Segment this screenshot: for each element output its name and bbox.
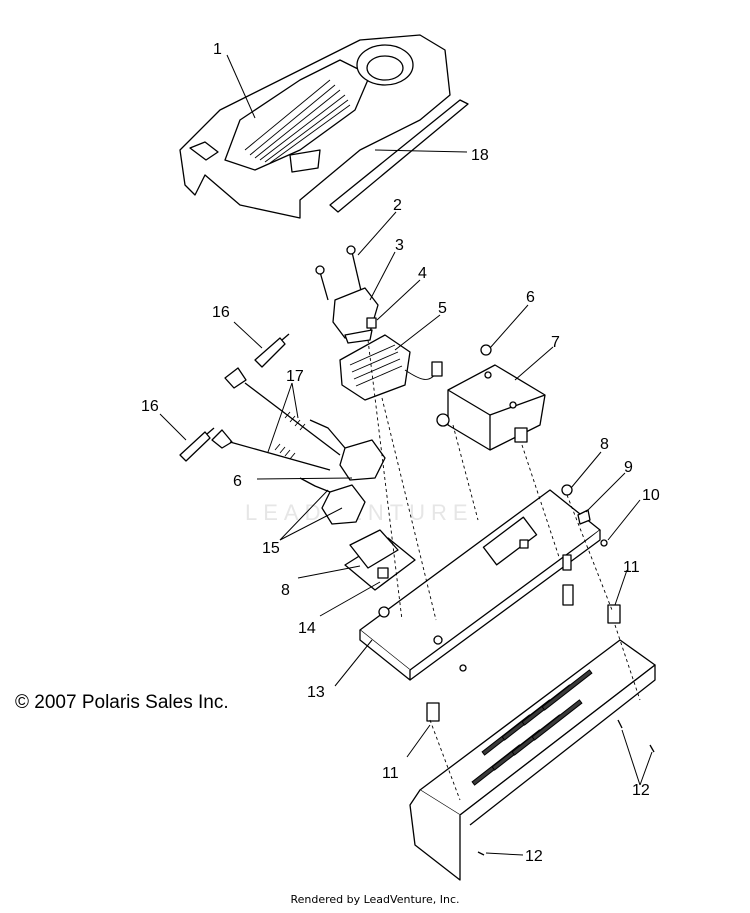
- rivet-part[interactable]: [617, 719, 623, 729]
- ignition-coil-part[interactable]: [299, 419, 386, 525]
- bolt-part[interactable]: [315, 245, 363, 301]
- callout-11: 11: [623, 559, 640, 576]
- spacer-part[interactable]: [366, 317, 377, 329]
- callout-7: 7: [551, 334, 560, 351]
- spark-plug-part[interactable]: [254, 333, 290, 368]
- regulator-part[interactable]: [332, 287, 379, 344]
- callout-12: 12: [632, 782, 650, 799]
- nut-part[interactable]: [480, 344, 492, 356]
- relay-bracket-part[interactable]: [344, 529, 416, 591]
- standoff-part[interactable]: [607, 604, 621, 624]
- callout-10: 10: [642, 487, 660, 504]
- callout-14: 14: [298, 620, 316, 637]
- clip-part[interactable]: [577, 509, 591, 525]
- callout-3: 3: [395, 237, 404, 254]
- nut-part[interactable]: [561, 484, 573, 496]
- callout-2: 2: [393, 197, 402, 214]
- callout-labels: 1 2 3 4 5 6 6 7 8 8 9 10 11 11 12 12 13 …: [141, 41, 660, 865]
- plug-wire-part[interactable]: [211, 367, 341, 471]
- callout-12: 12: [525, 848, 543, 865]
- alignment-lines: [367, 339, 641, 801]
- electrical-plate-part[interactable]: [359, 489, 601, 681]
- rivet-part[interactable]: [649, 744, 655, 753]
- spark-plug-part[interactable]: [179, 427, 215, 462]
- callout-8: 8: [600, 436, 609, 453]
- callout-8: 8: [281, 582, 290, 599]
- screw-part[interactable]: [600, 539, 608, 547]
- decal-part[interactable]: [329, 99, 469, 213]
- leader-lines: [159, 54, 653, 856]
- callout-13: 13: [307, 684, 325, 701]
- seat-cover-part[interactable]: [179, 34, 451, 219]
- standoff-part[interactable]: [562, 554, 574, 606]
- callout-6: 6: [233, 473, 242, 490]
- copyright-notice: © 2007 Polaris Sales Inc.: [15, 692, 229, 713]
- callout-11: 11: [382, 765, 399, 782]
- callout-6: 6: [526, 289, 535, 306]
- heat-shield-part[interactable]: [409, 639, 656, 881]
- callout-4: 4: [418, 265, 427, 282]
- callout-17: 17: [286, 368, 304, 385]
- rendered-by-credit: Rendered by LeadVenture, Inc.: [290, 893, 460, 906]
- control-module-part[interactable]: [436, 364, 546, 451]
- callout-16: 16: [212, 304, 230, 321]
- callout-5: 5: [438, 300, 447, 317]
- standoff-part[interactable]: [426, 702, 440, 722]
- callout-1: 1: [213, 41, 222, 58]
- callout-16: 16: [141, 398, 159, 415]
- callout-15: 15: [262, 540, 280, 557]
- callout-18: 18: [471, 147, 489, 164]
- rivet-part[interactable]: [477, 851, 485, 856]
- cdi-module-part[interactable]: [339, 334, 443, 401]
- callout-9: 9: [624, 459, 633, 476]
